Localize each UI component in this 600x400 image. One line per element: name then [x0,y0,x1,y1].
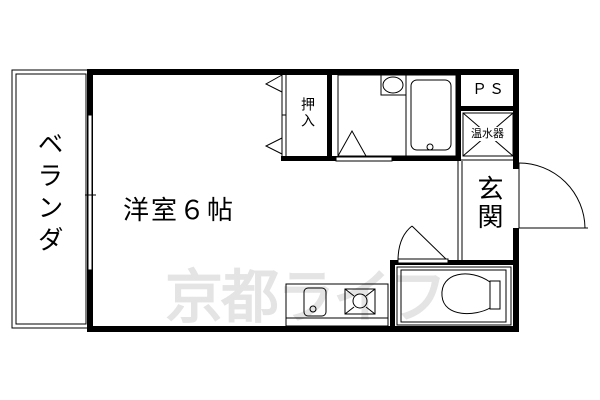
watermark: 京都ライフ [165,263,447,331]
closet-label: 押入 [299,97,315,129]
entrance-label: 玄関 [473,175,503,231]
ps-label: ＰＳ [472,80,507,98]
veranda-label: ベランダ [33,130,63,258]
western-room-label: 洋室６帖 [123,196,236,226]
water-heater-label: 温水器 [471,127,504,140]
